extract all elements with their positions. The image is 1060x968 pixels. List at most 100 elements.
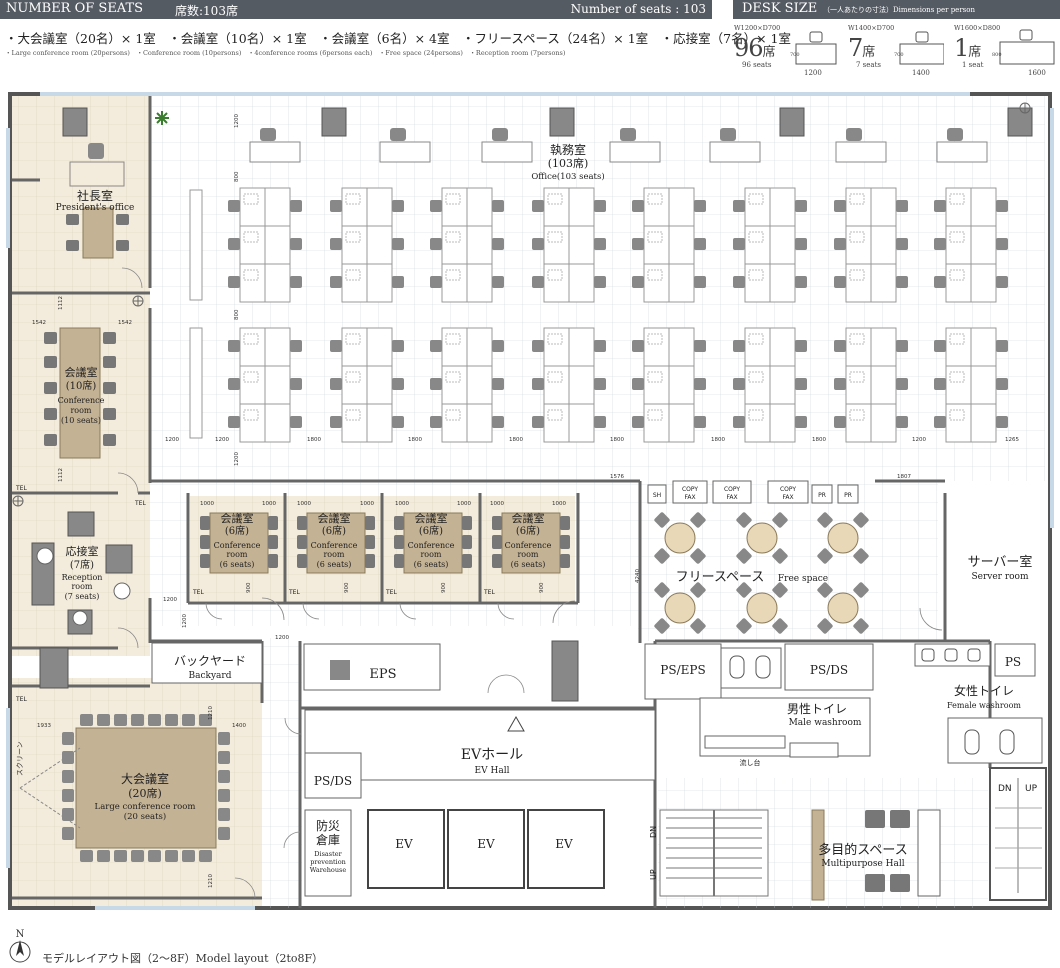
copier-label: COPY [724, 486, 740, 493]
rooms-summary-jp: ・大会議室（20名）× 1室 ・会議室（10名）× 1室 ・会議室（6名）× 4… [5, 31, 791, 46]
manager-desk [249, 141, 301, 163]
large-conference-room: スクリーン 大会議室 (20席) Large conference room (… [16, 714, 230, 862]
pc-icon [547, 409, 563, 421]
large-conf-en2: (20 seats) [124, 811, 166, 822]
chair-icon [330, 378, 342, 390]
round-table [664, 522, 696, 554]
office-en: Office(103 seats) [531, 171, 604, 182]
chair-icon [392, 416, 404, 428]
pc-icon [547, 269, 563, 281]
pc-icon [748, 409, 764, 421]
dim: 1800 [509, 437, 523, 443]
chair-icon [733, 276, 745, 288]
chair-icon [733, 378, 745, 390]
shredder-label: SH [653, 492, 661, 499]
male-washroom-en: Male washroom [789, 718, 862, 728]
pc-icon [345, 269, 361, 281]
manager-desks [249, 128, 988, 163]
chair-icon [632, 378, 644, 390]
tel-label: TEL [15, 696, 27, 703]
president-office: 社長室 President's office [56, 143, 134, 259]
elevators: EV EV EV [367, 809, 605, 889]
chair-icon [148, 850, 161, 862]
dim: 1200 [912, 437, 926, 443]
pc-icon [949, 409, 965, 421]
chair-icon [114, 850, 127, 862]
chair-icon [365, 554, 375, 568]
pc-icon [849, 193, 865, 205]
chair-icon [131, 714, 144, 726]
chair-icon [365, 516, 375, 530]
dim: 1210 [208, 874, 214, 888]
disaster-jp: 防災 [316, 818, 340, 833]
chair-icon [690, 512, 706, 528]
chair-icon [896, 200, 908, 212]
chair-icon [492, 535, 502, 549]
chair-icon [694, 200, 706, 212]
chair-icon [492, 238, 504, 250]
conf6-en3: (6 seats) [511, 560, 546, 569]
chair-icon [62, 808, 74, 821]
floor-plan: 社長室 President's office 会議室 (10席) Confere… [6, 92, 1054, 910]
pc-icon [849, 409, 865, 421]
pc-icon [849, 333, 865, 345]
reception-jp2: (7席) [70, 558, 94, 571]
chair-icon [853, 512, 869, 528]
chair-icon [199, 714, 212, 726]
tel-label: TEL [385, 589, 397, 596]
north-label: N [16, 929, 25, 940]
pc-icon [445, 409, 461, 421]
desk-size-title: DESK SIZE [742, 1, 818, 16]
chair-icon [430, 416, 442, 428]
female-washroom: 女性トイレ Female washroom [914, 643, 1043, 764]
conf6-en3: (6 seats) [414, 560, 449, 569]
tel-label: TEL [483, 589, 495, 596]
chair-icon [62, 827, 74, 840]
office-jp: 執務室 [550, 142, 586, 157]
chair-icon [290, 238, 302, 250]
chair-icon [260, 128, 276, 141]
chair-icon [736, 548, 752, 564]
chair-icon [165, 714, 178, 726]
dim: 900 [344, 582, 350, 593]
stairs [659, 809, 769, 897]
chair-icon [330, 200, 342, 212]
pc-icon [647, 231, 663, 243]
chair-icon [896, 340, 908, 352]
tel-label: TEL [15, 485, 27, 492]
chair-icon [947, 128, 963, 141]
chair-icon [795, 340, 807, 352]
round-table [827, 592, 859, 624]
chair-icon [834, 276, 846, 288]
office-equipment: SH COPY FAX COPY FAX COPY FAX PR PR [647, 480, 859, 504]
chair-icon [390, 128, 406, 141]
disaster-en2: prevention [310, 858, 346, 866]
chair-icon [218, 751, 230, 764]
chair-icon [182, 714, 195, 726]
chair-icon [462, 535, 472, 549]
chair-icon [934, 416, 946, 428]
conf10-jp: 会議室 [65, 365, 98, 379]
ps-room [994, 643, 1036, 677]
chair-icon [218, 808, 230, 821]
pc-icon [547, 371, 563, 383]
manager-desk [709, 141, 761, 163]
pc-icon [748, 371, 764, 383]
fire-stairs-dn: DN [998, 784, 1012, 794]
dim: 1200 [215, 437, 229, 443]
desk-depth: 800 [992, 52, 1002, 58]
pc-icon [445, 333, 461, 345]
ps-eps-label: PS/EPS [660, 663, 705, 677]
copier-label: COPY [780, 486, 796, 493]
dim: 1000 [262, 501, 276, 507]
window-strip [40, 92, 970, 96]
chair-icon [392, 238, 404, 250]
chair-icon [736, 582, 752, 598]
door-swings [117, 267, 943, 899]
conference-room-10: 会議室 (10席) Conference room (10 seats) [44, 327, 116, 459]
desk-dims: W1400×D700 [848, 24, 895, 32]
chair-icon [62, 789, 74, 802]
office-jp2: (103席) [548, 156, 589, 170]
chair-icon [218, 827, 230, 840]
